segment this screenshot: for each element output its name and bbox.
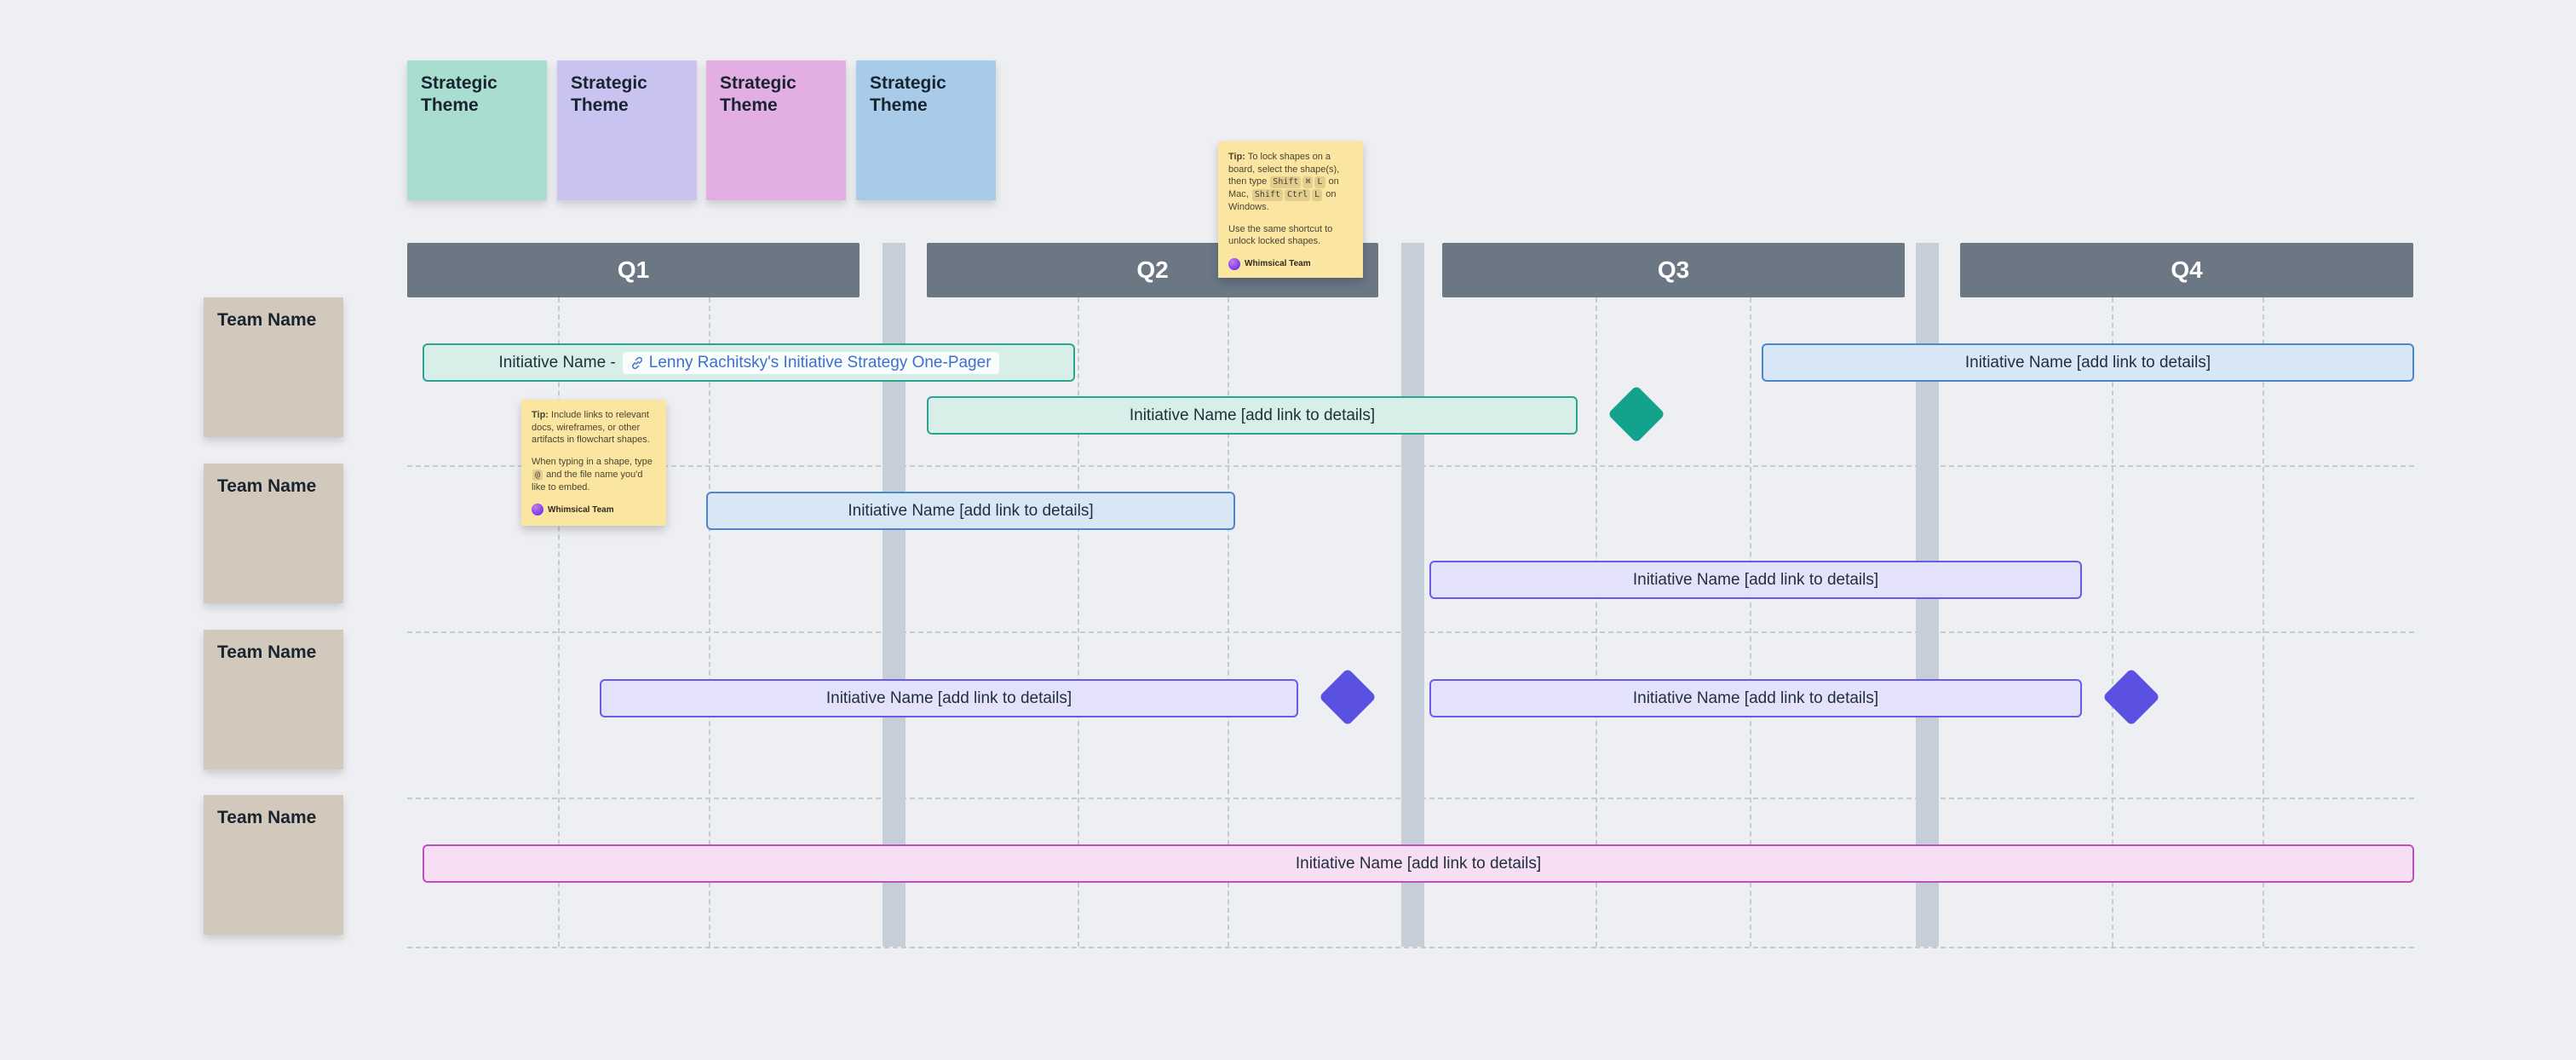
sticky-strategic-theme-4[interactable]: Strategic Theme xyxy=(856,60,996,200)
sticky-label: Team Name xyxy=(217,310,317,330)
initiative-label: Initiative Name [add link to details] xyxy=(1295,854,1542,873)
key-shift: Shift xyxy=(1251,189,1284,201)
tip-text-part: Include links to relevant docs, wirefram… xyxy=(532,410,650,446)
milestone-diamond-purple-1[interactable] xyxy=(1319,668,1377,726)
sticky-label: Strategic Theme xyxy=(870,73,946,116)
initiative-label: Initiative Name [add link to details] xyxy=(848,501,1094,520)
sticky-team-4[interactable]: Team Name xyxy=(204,795,343,935)
sticky-strategic-theme-1[interactable]: Strategic Theme xyxy=(407,60,547,200)
grid-month-line xyxy=(709,297,710,947)
sticky-label: Team Name xyxy=(217,808,317,827)
initiative-bar-purple-row2-q3[interactable]: Initiative Name [add link to details] xyxy=(1429,561,2082,599)
grid-month-line xyxy=(1750,297,1751,947)
initiative-bar-blue-q4[interactable]: Initiative Name [add link to details] xyxy=(1762,343,2414,382)
initiative-label: Initiative Name - xyxy=(498,353,616,372)
initiative-link-text: Lenny Rachitsky's Initiative Strategy On… xyxy=(648,353,992,372)
key-cmd: ⌘ xyxy=(1302,176,1314,188)
initiative-bar-purple-row3-q3[interactable]: Initiative Name [add link to details] xyxy=(1429,679,2082,717)
key-at: @ xyxy=(532,469,543,481)
whimsical-logo-icon xyxy=(532,504,543,516)
initiative-bar-teal-q1[interactable]: Initiative Name - Lenny Rachitsky's Init… xyxy=(423,343,1075,382)
grid-month-line xyxy=(1228,297,1229,947)
initiative-bar-pink-row4[interactable]: Initiative Name [add link to details] xyxy=(423,844,2414,883)
sticky-label: Team Name xyxy=(217,642,317,662)
initiative-bar-purple-row3-q1q2[interactable]: Initiative Name [add link to details] xyxy=(600,679,1298,717)
whimsical-logo-icon xyxy=(1228,258,1240,271)
tip-text-part: To lock shapes on a board, select the sh… xyxy=(1228,152,1340,187)
sticky-label: Team Name xyxy=(217,476,317,496)
tip-author-name: Whimsical Team xyxy=(1245,259,1311,269)
tip-text-part: and the file name you'd like to embed. xyxy=(532,469,643,493)
sticky-team-2[interactable]: Team Name xyxy=(204,464,343,603)
initiative-link[interactable]: Lenny Rachitsky's Initiative Strategy On… xyxy=(622,351,999,374)
quarter-header-q3[interactable]: Q3 xyxy=(1442,243,1905,297)
quarter-header-q1[interactable]: Q1 xyxy=(407,243,860,297)
initiative-bar-blue-row2[interactable]: Initiative Name [add link to details] xyxy=(706,492,1235,530)
tip-author: Whimsical Team xyxy=(1228,258,1353,271)
initiative-label: Initiative Name [add link to details] xyxy=(1129,406,1376,424)
tip-paragraph-2: When typing in a shape, type @ and the f… xyxy=(532,456,656,493)
quarter-label: Q1 xyxy=(617,256,650,283)
sticky-team-1[interactable]: Team Name xyxy=(204,297,343,437)
quarter-label: Q4 xyxy=(2171,256,2203,283)
key-l: L xyxy=(1312,189,1323,201)
tip-text: Tip: To lock shapes on a board, select t… xyxy=(1228,151,1353,248)
tip-note-include-links[interactable]: Tip: Include links to relevant docs, wir… xyxy=(521,400,666,526)
grid-month-line xyxy=(1596,297,1597,947)
initiative-label: Initiative Name [add link to details] xyxy=(1964,353,2211,372)
sticky-label: Strategic Theme xyxy=(720,73,796,116)
sticky-strategic-theme-2[interactable]: Strategic Theme xyxy=(557,60,697,200)
grid-month-line xyxy=(2263,297,2264,947)
key-l: L xyxy=(1314,176,1325,188)
sticky-label: Strategic Theme xyxy=(421,73,497,116)
sticky-strategic-theme-3[interactable]: Strategic Theme xyxy=(706,60,846,200)
sticky-team-3[interactable]: Team Name xyxy=(204,630,343,769)
initiative-label: Initiative Name [add link to details] xyxy=(1632,688,1879,707)
quarter-label: Q3 xyxy=(1657,256,1690,283)
quarter-label: Q2 xyxy=(1136,256,1169,283)
sticky-label: Strategic Theme xyxy=(571,73,647,116)
key-ctrl: Ctrl xyxy=(1285,189,1311,201)
grid-month-line xyxy=(2112,297,2113,947)
tip-text: Tip: Include links to relevant docs, wir… xyxy=(532,409,656,493)
initiative-bar-teal-q2[interactable]: Initiative Name [add link to details] xyxy=(927,396,1578,435)
tip-paragraph-2: Use the same shortcut to unlock locked s… xyxy=(1228,223,1333,247)
tip-bold: Tip: xyxy=(1228,152,1245,162)
tip-author-name: Whimsical Team xyxy=(548,504,614,515)
key-shift: Shift xyxy=(1270,176,1302,188)
quarter-separator[interactable] xyxy=(1401,243,1424,947)
tip-author: Whimsical Team xyxy=(532,504,656,516)
initiative-label: Initiative Name [add link to details] xyxy=(1632,570,1879,589)
tip-text-part: When typing in a shape, type xyxy=(532,457,653,468)
quarter-header-q4[interactable]: Q4 xyxy=(1960,243,2413,297)
tip-text-part: on Windows. xyxy=(1228,189,1337,212)
grid-month-line xyxy=(558,297,560,947)
tip-note-lock-shapes[interactable]: Tip: To lock shapes on a board, select t… xyxy=(1218,141,1363,279)
milestone-diamond-teal[interactable] xyxy=(1607,385,1665,443)
link-icon xyxy=(630,356,644,370)
grid-month-line xyxy=(1078,297,1079,947)
tip-bold: Tip: xyxy=(532,410,549,420)
tip-text-part: on Mac, xyxy=(1228,176,1339,200)
initiative-label: Initiative Name [add link to details] xyxy=(825,688,1072,707)
grid-row-line xyxy=(407,947,2414,948)
